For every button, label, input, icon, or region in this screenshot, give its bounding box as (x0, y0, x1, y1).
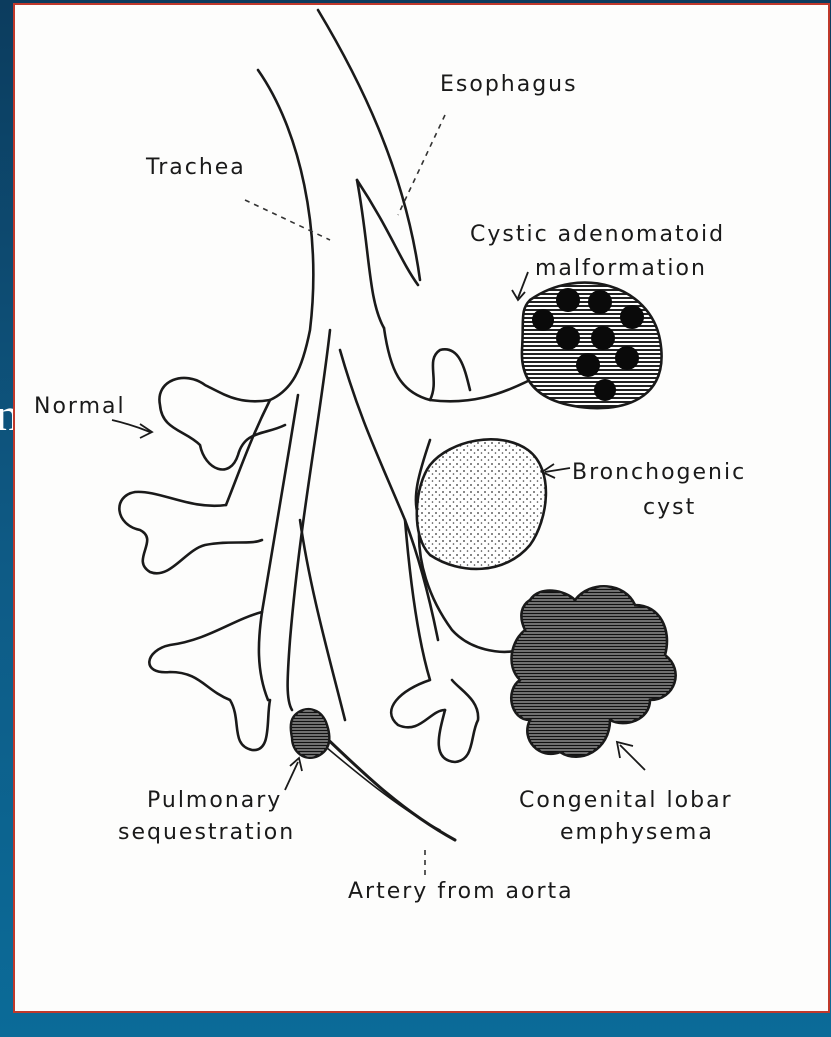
cystic-label-line2: malformation (535, 254, 707, 283)
normal-lobule-1 (159, 378, 285, 470)
esophagus-label: Esophagus (440, 70, 578, 99)
trachea-wall-right (318, 10, 420, 280)
esophagus-pointer (398, 115, 445, 215)
artery-label: Artery from aorta (348, 877, 574, 906)
bronchogenic-cyst (417, 439, 546, 569)
normal-lobule-2 (119, 492, 262, 573)
left-bronchus-outer (226, 400, 270, 505)
left-bronchus-inner (288, 330, 330, 710)
lobar-emphysema-mass (511, 586, 675, 756)
trachea-pointer (245, 200, 330, 240)
sequestration-pointer (285, 762, 298, 790)
pulmonary-sequestration (291, 709, 330, 758)
right-midline-branch (300, 520, 345, 720)
bronchogenic-label-line2: cyst (643, 493, 696, 522)
aortic-artery (318, 730, 455, 840)
lobar-label-line2: emphysema (560, 818, 714, 847)
right-upper-lobule (430, 349, 470, 400)
pulmonary-label-line1: Pulmonary (147, 786, 282, 815)
lobar-pointer (620, 745, 645, 770)
normal-label: Normal (34, 392, 126, 421)
normal-lobule-3 (149, 612, 270, 750)
trachea-label: Trachea (146, 153, 246, 182)
pulmonary-label-line2: sequestration (118, 818, 295, 847)
right-lower-lobule (439, 680, 478, 762)
trachea-wall-left (258, 70, 313, 400)
bronchogenic-pointer (545, 468, 570, 472)
lobar-label-line1: Congenital lobar (519, 786, 733, 815)
bronchogenic-label-line1: Bronchogenic (572, 458, 746, 487)
right-bronchus-outer (384, 328, 530, 401)
cystic-label-line1: Cystic adenomatoid (470, 220, 725, 249)
left-bronchus-mid (259, 395, 298, 700)
